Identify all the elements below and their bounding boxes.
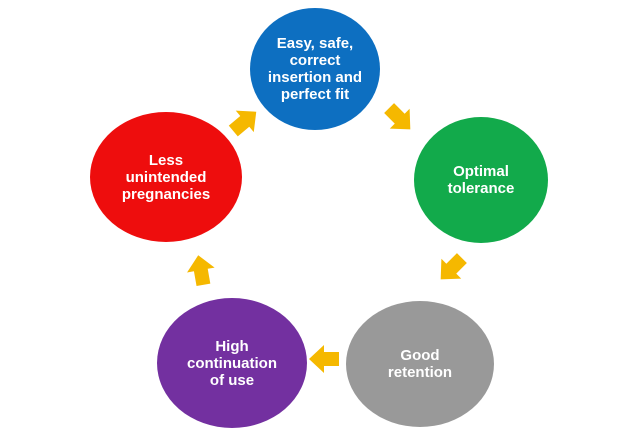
node-high-continuation bbox=[157, 298, 307, 428]
node-easy-safe-fit bbox=[250, 8, 380, 130]
arrow-less-to-easy-icon bbox=[228, 110, 257, 137]
node-good-retention bbox=[346, 301, 494, 427]
node-label-good-retention: Good retention bbox=[387, 347, 453, 381]
node-optimal-tolerance bbox=[414, 117, 548, 243]
node-label-easy-safe-fit: Easy, safe, correct insertion and perfec… bbox=[267, 35, 363, 103]
arrow-easy-to-optimal-icon bbox=[384, 103, 411, 130]
arrow-high-to-less-icon bbox=[187, 255, 215, 287]
node-less-unintended bbox=[90, 112, 242, 242]
arrow-retention-to-high-icon bbox=[309, 345, 339, 373]
node-label-optimal-tolerance: Optimal tolerance bbox=[447, 163, 515, 197]
node-label-high-continuation: High continuation of use bbox=[187, 337, 277, 389]
node-label-less-unintended: Less unintended pregnancies bbox=[121, 151, 211, 203]
arrow-optimal-to-retention-icon bbox=[440, 253, 467, 280]
